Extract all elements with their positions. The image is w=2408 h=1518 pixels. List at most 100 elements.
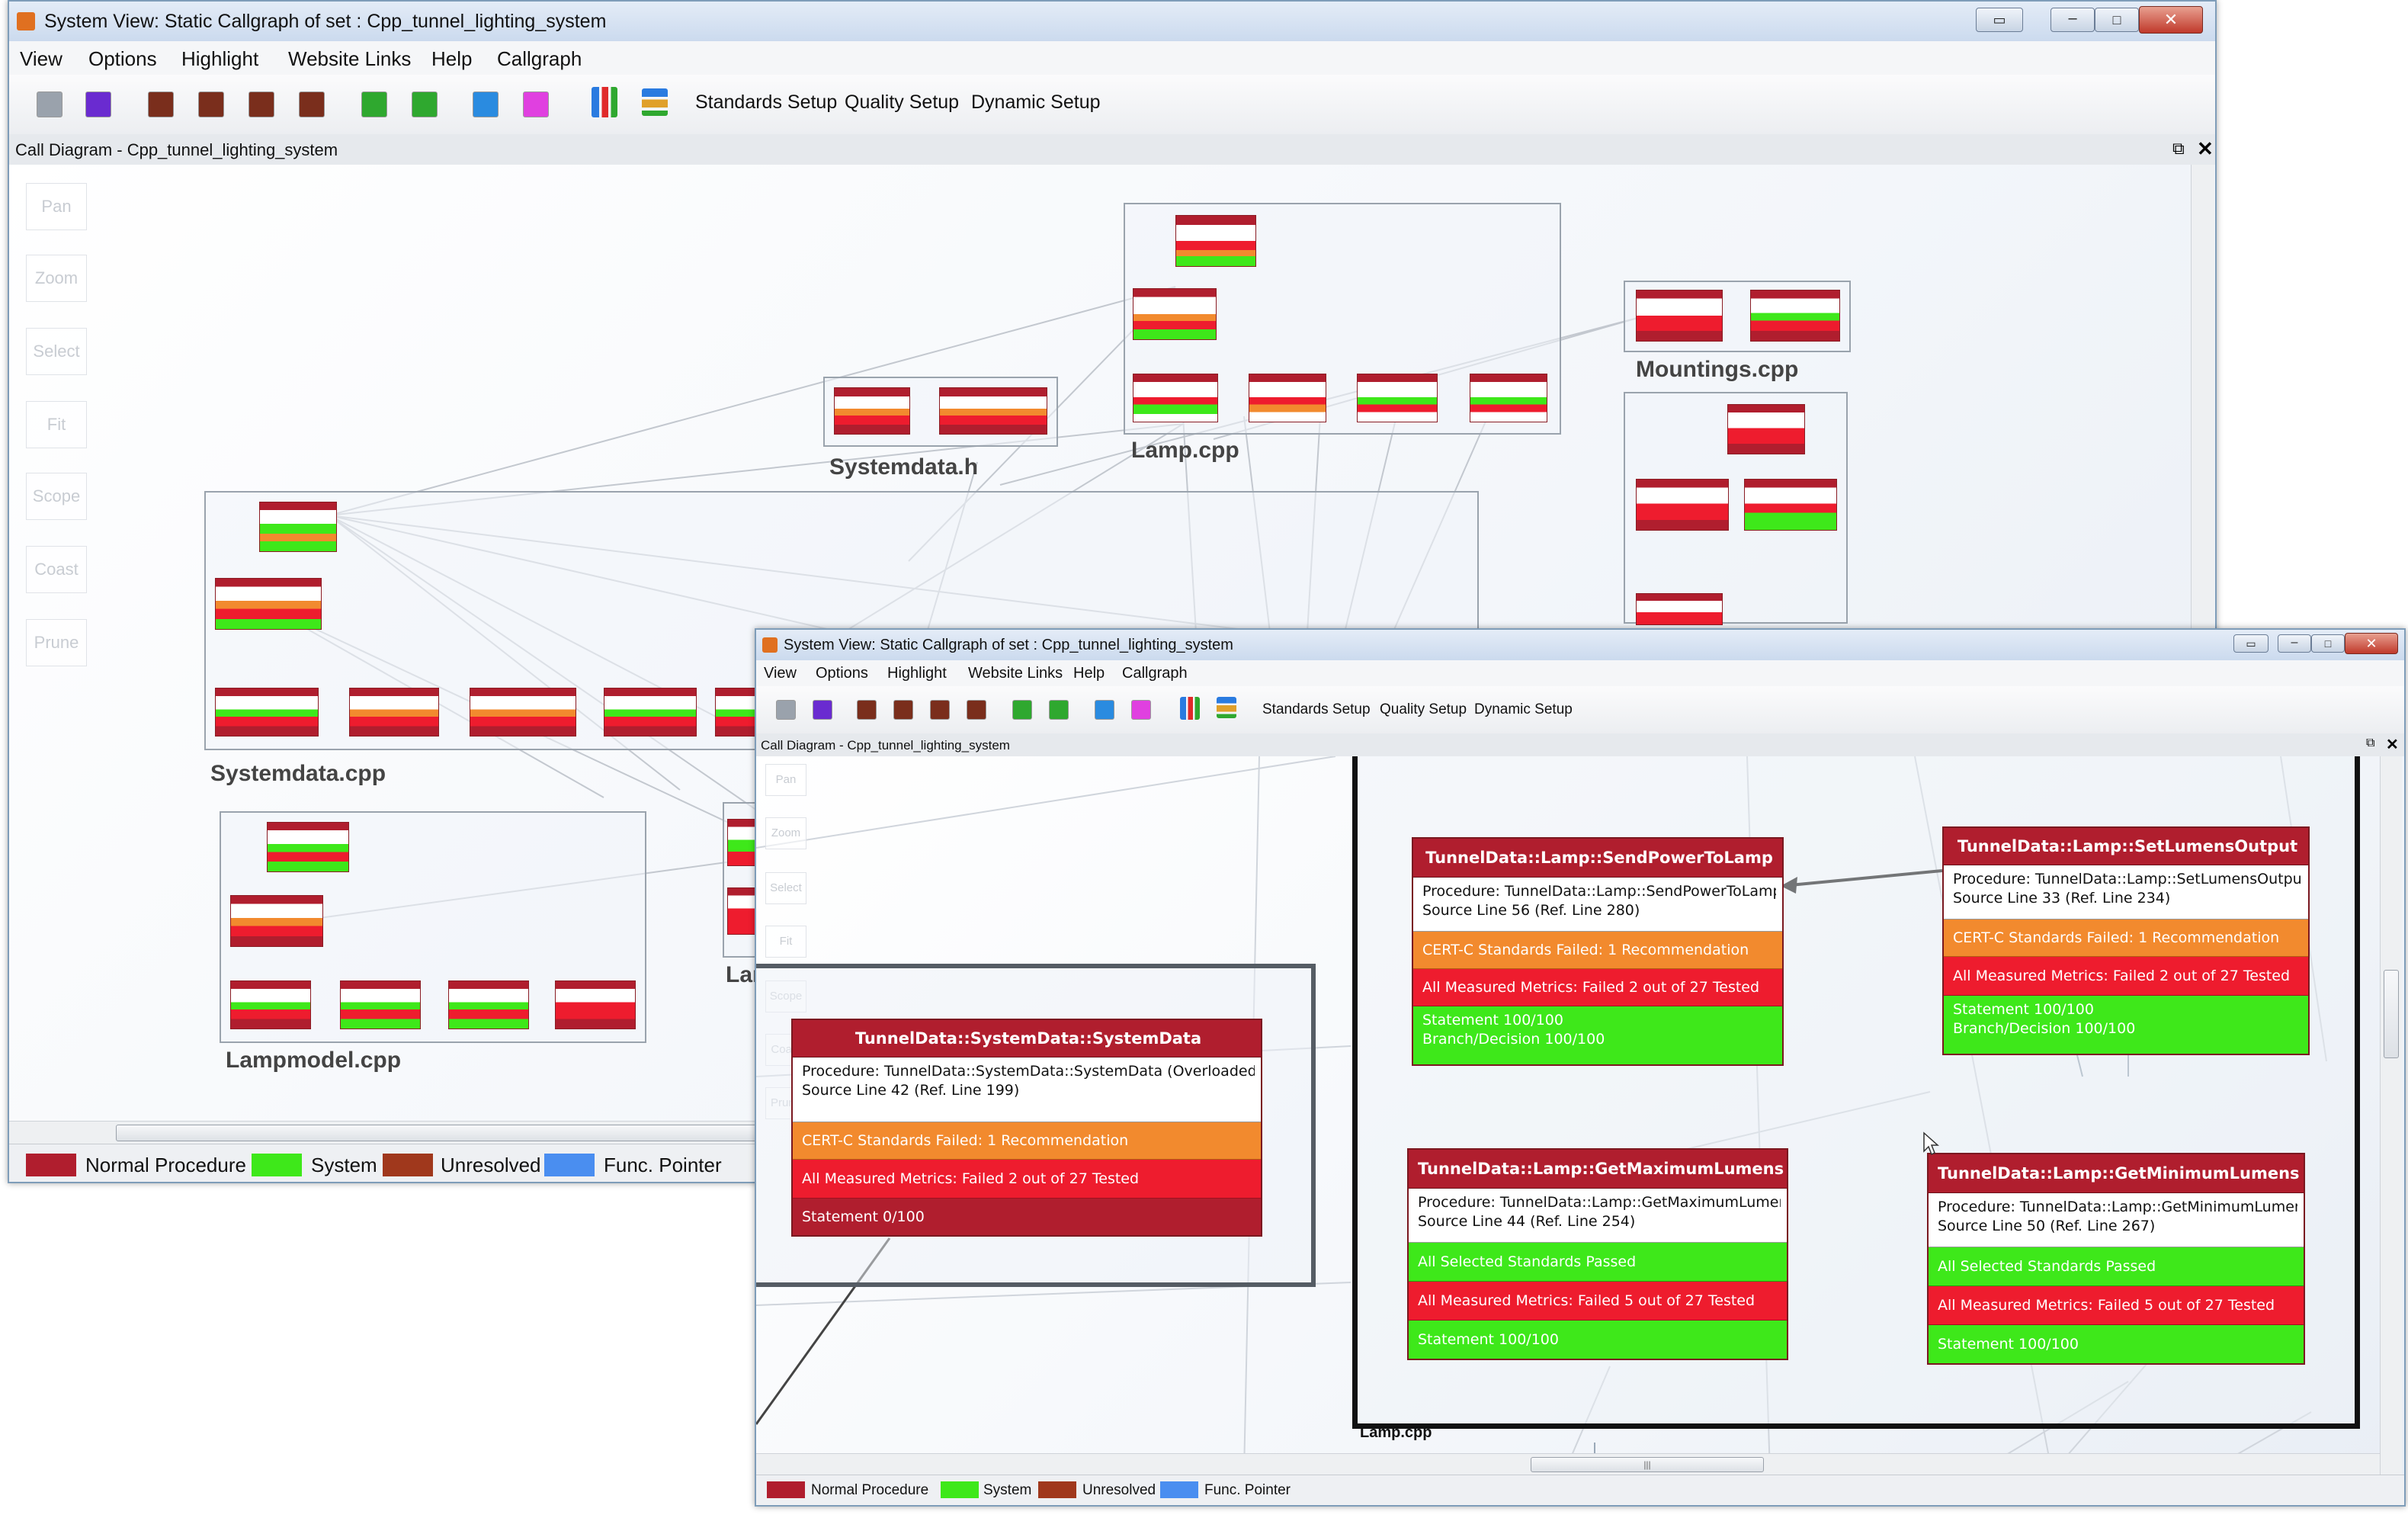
menu-callgraph[interactable]: Callgraph (497, 47, 582, 70)
mini-procedure-node[interactable] (448, 980, 529, 1029)
pan-button[interactable]: Pan (26, 183, 87, 230)
mini-procedure-node[interactable] (1470, 374, 1547, 422)
scroll-thumb[interactable] (2384, 970, 2399, 1058)
callgraph-brown-icon[interactable] (248, 91, 274, 117)
callgraph-green-icon[interactable] (361, 91, 387, 117)
mini-procedure-node[interactable] (1357, 374, 1438, 422)
dynamic-setup-button[interactable]: Dynamic Setup (971, 91, 1101, 113)
mini-procedure-node[interactable] (215, 688, 319, 737)
mini-procedure-node[interactable] (230, 895, 323, 947)
callgraph-brown-icon[interactable] (198, 91, 224, 117)
procedure-node[interactable]: TunnelData::Lamp::SetLumensOutput Proced… (1942, 826, 2310, 1055)
callgraph-grey-icon[interactable] (776, 700, 796, 720)
mini-procedure-node[interactable] (1133, 374, 1218, 422)
procedure-node[interactable]: TunnelData::Lamp::SendPowerToLamp Proced… (1412, 837, 1784, 1066)
standards-setup-button[interactable]: Standards Setup (695, 91, 838, 113)
quality-setup-button[interactable]: Quality Setup (845, 91, 960, 113)
mini-procedure-node[interactable] (1175, 215, 1256, 267)
callgraph-grey-icon[interactable] (37, 91, 63, 117)
mini-procedure-node[interactable] (727, 819, 756, 866)
callgraph-green-icon[interactable] (1012, 700, 1032, 720)
mini-procedure-node[interactable] (349, 688, 439, 737)
menu-highlight[interactable]: Highlight (887, 665, 947, 682)
mini-procedure-node[interactable] (727, 887, 756, 935)
front-titlebar[interactable]: System View: Static Callgraph of set : C… (756, 630, 2404, 660)
float-panel-icon[interactable]: ⧉ (2366, 737, 2375, 749)
cluster-lampmodel-cpp[interactable] (220, 811, 646, 1043)
cluster-systemdata-h[interactable] (823, 377, 1058, 447)
mini-procedure-node[interactable] (1133, 288, 1217, 340)
fit-button[interactable]: Fit (26, 401, 87, 448)
menu-highlight[interactable]: Highlight (181, 47, 259, 70)
close-panel-icon[interactable]: ✕ (2197, 137, 2214, 160)
menu-options[interactable]: Options (816, 665, 868, 682)
callgraph-purple-icon[interactable] (813, 700, 832, 720)
mini-procedure-node[interactable] (1636, 479, 1729, 531)
scroll-thumb[interactable]: ||| (1531, 1457, 1764, 1472)
callgraph-green-red-icon[interactable] (1049, 700, 1069, 720)
front-horizontal-scrollbar[interactable]: ||| (756, 1453, 2380, 1475)
mini-procedure-node[interactable] (215, 578, 322, 630)
procedure-node[interactable]: TunnelData::Lamp::GetMaximumLumens Proce… (1407, 1148, 1788, 1360)
standards-setup-button[interactable]: Standards Setup (1262, 701, 1371, 717)
menu-help[interactable]: Help (431, 47, 473, 70)
mini-procedure-node[interactable] (1750, 290, 1840, 342)
cluster-lamp-cpp[interactable] (1124, 203, 1561, 435)
menu-view[interactable]: View (20, 47, 63, 70)
zoom-button[interactable]: Zoom (765, 817, 806, 849)
restore-icon[interactable]: ▭ (1976, 8, 2023, 32)
cluster-lar[interactable] (723, 802, 756, 958)
mini-procedure-node[interactable] (259, 502, 337, 552)
hierarchy-icon[interactable] (642, 88, 668, 116)
back-titlebar[interactable]: System View: Static Callgraph of set : C… (9, 2, 2215, 41)
minimize-button[interactable]: – (2278, 634, 2311, 653)
callgraph-brown-icon[interactable] (930, 700, 950, 720)
zoom-button[interactable]: Zoom (26, 255, 87, 302)
prune-button[interactable]: Prune (26, 619, 87, 666)
bar-chart-icon[interactable] (592, 87, 617, 117)
float-panel-icon[interactable]: ⧉ (2172, 139, 2185, 158)
maximize-button[interactable]: □ (2311, 634, 2345, 653)
pan-button[interactable]: Pan (765, 764, 806, 796)
mini-procedure-node[interactable] (267, 822, 349, 872)
menu-website-links[interactable]: Website Links (288, 47, 412, 70)
front-canvas[interactable]: Pan Zoom Select Fit Scope Coast Prune La… (756, 756, 2404, 1475)
fit-button[interactable]: Fit (765, 926, 806, 958)
close-button[interactable]: ✕ (2345, 633, 2398, 654)
callgraph-magenta-icon[interactable] (523, 91, 549, 117)
callgraph-green-red-icon[interactable] (412, 91, 438, 117)
scope-button[interactable]: Scope (26, 473, 87, 520)
callgraph-blue-icon[interactable] (473, 91, 499, 117)
mini-procedure-node[interactable] (1727, 404, 1805, 454)
callgraph-blue-icon[interactable] (1095, 700, 1114, 720)
front-vertical-scrollbar[interactable] (2380, 756, 2402, 1475)
callgraph-brown-icon[interactable] (299, 91, 325, 117)
mini-procedure-node[interactable] (340, 980, 421, 1029)
maximize-button[interactable]: □ (2095, 8, 2139, 32)
select-button[interactable]: Select (26, 328, 87, 375)
mini-procedure-node[interactable] (834, 387, 910, 435)
hierarchy-icon[interactable] (1217, 697, 1236, 718)
mini-procedure-node[interactable] (1636, 593, 1723, 625)
mini-procedure-node[interactable] (1249, 374, 1326, 422)
procedure-node[interactable]: TunnelData::Lamp::GetMinimumLumens Proce… (1927, 1153, 2305, 1365)
menu-help[interactable]: Help (1073, 665, 1105, 682)
select-button[interactable]: Select (765, 872, 806, 904)
bar-chart-icon[interactable] (1180, 697, 1200, 720)
quality-setup-button[interactable]: Quality Setup (1380, 701, 1467, 717)
menu-website-links[interactable]: Website Links (968, 665, 1063, 682)
mini-procedure-node[interactable] (604, 688, 697, 737)
menu-view[interactable]: View (764, 665, 797, 682)
menu-options[interactable]: Options (88, 47, 157, 70)
mini-procedure-node[interactable] (470, 688, 576, 737)
callgraph-brown-icon[interactable] (893, 700, 913, 720)
dynamic-setup-button[interactable]: Dynamic Setup (1474, 701, 1573, 717)
close-panel-icon[interactable]: ✕ (2386, 737, 2399, 753)
restore-icon[interactable]: ▭ (2233, 634, 2269, 653)
mini-procedure-node[interactable] (939, 387, 1047, 435)
mini-procedure-node[interactable] (1636, 290, 1723, 342)
mini-procedure-node[interactable] (230, 980, 311, 1029)
minimize-button[interactable]: – (2050, 8, 2095, 32)
procedure-node[interactable]: TunnelData::SystemData::SystemData Proce… (791, 1019, 1262, 1237)
close-button[interactable]: ✕ (2139, 6, 2203, 34)
